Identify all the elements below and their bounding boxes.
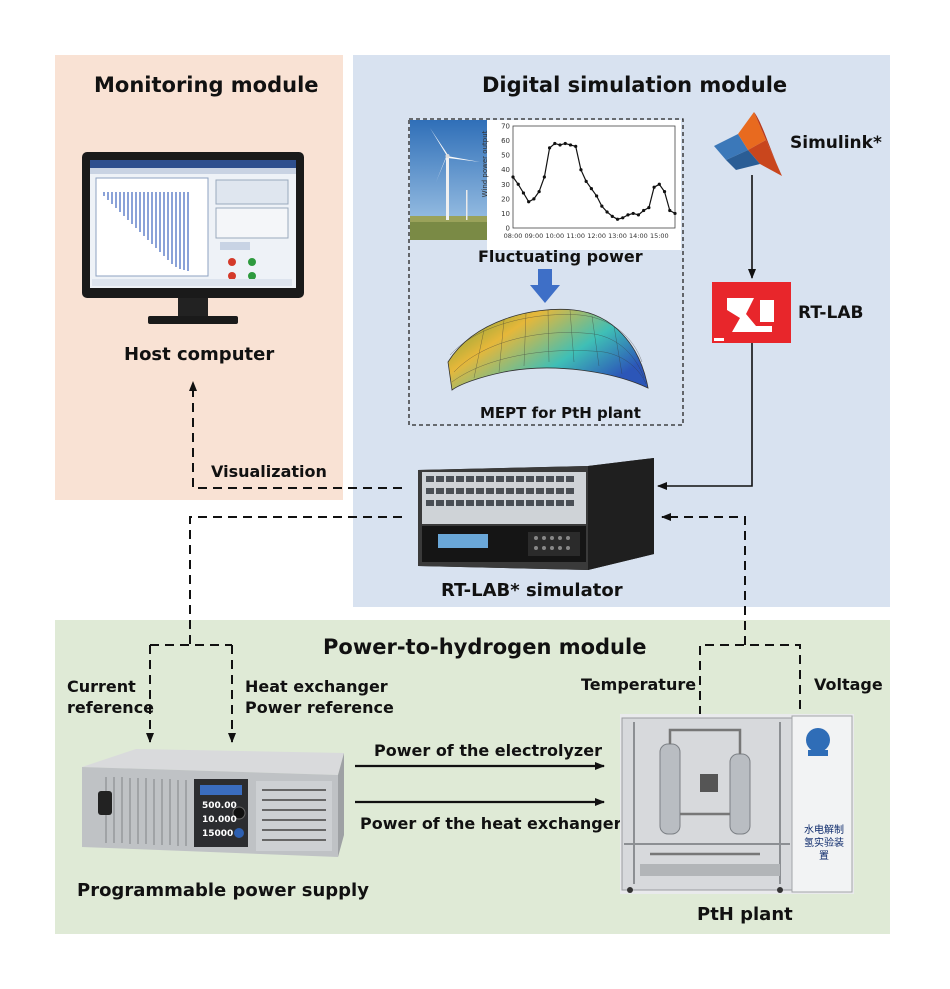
chart-xtick-label: 13:00 xyxy=(608,232,627,240)
wind-turbine-image xyxy=(410,120,487,240)
wind-power-point xyxy=(584,179,588,183)
rtlab-simulator-label: RT-LAB* simulator xyxy=(441,580,623,601)
host-screen-plot xyxy=(103,192,189,271)
wind-power-point xyxy=(647,206,651,210)
monitoring-module-title: Monitoring module xyxy=(94,73,319,97)
host-computer-label: Host computer xyxy=(124,344,275,365)
rtlab-simulator-link xyxy=(657,343,753,490)
wind-power-point xyxy=(600,204,604,208)
wind-power-point xyxy=(626,213,630,217)
wind-power-point xyxy=(527,200,531,204)
temperature-label: Temperature xyxy=(581,675,697,694)
wind-power-point xyxy=(631,211,635,216)
wind-power-point xyxy=(579,168,583,172)
pth-plant-sign: 水电解制氢实验装置 xyxy=(804,825,844,862)
wind-power-point xyxy=(547,146,552,150)
power-to-hydrogen-module-title: Power-to-hydrogen module xyxy=(323,635,647,659)
heat-exchanger-label-line2: Power reference xyxy=(245,698,394,717)
wind-power-point xyxy=(532,197,536,201)
wind-power-point xyxy=(589,187,593,191)
wind-power-point xyxy=(537,189,541,194)
wind-power-point xyxy=(563,141,567,146)
chart-ytick-label: 50 xyxy=(501,152,510,160)
visualization-label: Visualization xyxy=(211,462,327,481)
chart-background xyxy=(487,120,681,250)
host-computer-image xyxy=(82,152,304,330)
power-heat-exchanger-label: Power of the heat exchanger xyxy=(360,814,622,833)
rtlab-simulator-image xyxy=(408,458,658,573)
chart-xtick-label: 12:00 xyxy=(587,232,606,240)
chart-ytick-label: 10 xyxy=(501,210,510,218)
chart-ytick-label: 0 xyxy=(506,225,510,233)
wind-power-point xyxy=(595,194,599,198)
chart-xtick-label: 14:00 xyxy=(629,232,648,240)
wind-power-point xyxy=(673,211,677,216)
supply-display-current: 10.000 xyxy=(202,815,237,825)
wind-power-point xyxy=(668,208,672,213)
simulink-logo xyxy=(712,110,784,178)
chart-ytick-label: 20 xyxy=(501,195,510,203)
chart-ytick-label: 60 xyxy=(501,137,510,145)
simulink-label: Simulink* xyxy=(790,133,882,153)
wind-power-point xyxy=(574,144,578,148)
wind-power-point xyxy=(605,210,609,214)
wind-power-point xyxy=(521,191,526,195)
reference-link xyxy=(189,516,402,645)
supply-display-power: 15000 xyxy=(202,829,234,839)
wind-power-point xyxy=(516,182,520,186)
chart-xtick-label: 09:00 xyxy=(525,232,544,240)
wind-power-point xyxy=(621,216,625,220)
wind-power-point xyxy=(542,175,546,179)
programmable-power-supply-image: 500.00 10.000 15000 xyxy=(76,745,346,865)
wind-power-point xyxy=(568,143,573,147)
wind-power-point xyxy=(662,189,667,194)
chart-xtick-label: 11:00 xyxy=(566,232,585,240)
mept-label: MEPT for PtH plant xyxy=(480,404,641,422)
chart-ytick-label: 30 xyxy=(501,181,510,189)
wind-power-point xyxy=(652,185,656,189)
down-arrow-icon xyxy=(530,269,560,303)
rtlab-label: RT-LAB xyxy=(798,303,864,323)
wind-power-point xyxy=(610,214,614,218)
wind-power-point xyxy=(553,141,557,146)
power-electrolyzer-label: Power of the electrolyzer xyxy=(374,741,602,760)
chart-ylabel: Wind power output xyxy=(481,130,489,198)
current-reference-label-line2: reference xyxy=(67,698,155,717)
voltage-label: Voltage xyxy=(814,675,883,694)
digital-simulation-module-title: Digital simulation module xyxy=(482,73,788,97)
chart-ytick-label: 40 xyxy=(501,166,510,174)
wind-power-point xyxy=(615,217,620,221)
programmable-power-supply-label: Programmable power supply xyxy=(77,880,369,901)
wind-power-point xyxy=(511,175,515,179)
chart-xtick-label: 10:00 xyxy=(545,232,564,240)
supply-display-voltage: 500.00 xyxy=(202,801,237,811)
wind-power-point xyxy=(657,182,661,186)
wind-power-point xyxy=(636,213,641,217)
wind-power-point xyxy=(558,143,562,147)
fluctuating-power-label: Fluctuating power xyxy=(478,247,643,266)
measurement-link xyxy=(699,644,801,715)
chart-xtick-label: 08:00 xyxy=(504,232,523,240)
pth-plant-label: PtH plant xyxy=(697,904,793,925)
current-reference-label-line1: Current xyxy=(67,677,136,696)
simulation-content-box xyxy=(408,118,684,426)
heat-exchanger-label-line1: Heat exchanger xyxy=(245,677,388,696)
pth-plant-image: 水电解制氢实验装置 xyxy=(620,714,854,894)
chart-ytick-label: 70 xyxy=(501,123,510,131)
chart-xtick-label: 15:00 xyxy=(650,232,669,240)
rtlab-logo xyxy=(712,282,791,343)
wind-power-point xyxy=(642,208,646,213)
mept-surface-plot xyxy=(444,300,652,396)
